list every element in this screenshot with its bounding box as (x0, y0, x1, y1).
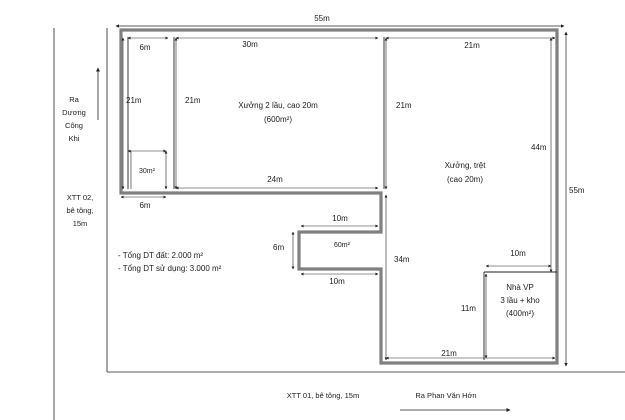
dim-10m-notch-bottom-label: 10m (329, 277, 345, 286)
warehouse-ground-title: Xưởng, trệt (445, 161, 487, 170)
office-floors: 3 lầu + kho (500, 296, 540, 305)
left-direction-line-4: Khi (69, 134, 80, 143)
property-boundary (119, 28, 559, 365)
notch-area: 60m² (334, 242, 351, 249)
office-title: Nhà VP (506, 283, 534, 292)
dim-21m-bottom-label: 21m (441, 349, 457, 358)
dim-6m-bottom-label: 6m (139, 201, 150, 210)
dim-21m-middle-label: 21m (396, 101, 412, 110)
left-direction-line-1: Ra (69, 95, 79, 104)
dim-30m-label: 30m (242, 40, 258, 49)
bottom-direction-label: Ra Phan Văn Hớn (415, 391, 476, 400)
left-street-line-1: XTT 02, (67, 193, 94, 202)
dim-right-55m-label: 55m (569, 186, 585, 195)
dim-10m-notch-top-label: 10m (332, 214, 348, 223)
dim-6m-top-label: 6m (139, 43, 150, 52)
dim-34m-label: 34m (394, 255, 410, 264)
bottom-street-label: XTT 01, bê tông, 15m (287, 391, 359, 400)
warehouse2-area: (600m²) (264, 115, 292, 124)
dim-21m-warehouse2-label: 21m (185, 96, 201, 105)
dim-44m-label: 44m (531, 143, 547, 152)
dim-24m-label: 24m (267, 175, 283, 184)
warehouse-ground-height: (cao 20m) (447, 175, 483, 184)
small-room-area: 30m² (139, 168, 156, 175)
left-street-line-3: 15m (73, 219, 88, 228)
dim-21m-left-label: 21m (126, 96, 142, 105)
warehouse2-title: Xưởng 2 lầu, cao 20m (238, 101, 318, 110)
land-area-summary: - Tổng DT đất: 2.000 m² (118, 251, 203, 260)
dim-top-55m-label: 55m (314, 14, 330, 23)
dim-10m-office-label: 10m (510, 249, 526, 258)
usable-area-summary: - Tổng DT sử dụng: 3.000 m² (118, 264, 222, 273)
office-area: (400m²) (506, 309, 534, 318)
left-direction-line-3: Công (65, 121, 83, 130)
dim-6m-notch-label: 6m (273, 243, 284, 252)
left-street-line-2: bê tông, (66, 206, 93, 215)
dim-21m-top-label: 21m (464, 41, 480, 50)
dim-11m-label: 11m (461, 304, 476, 313)
left-direction-line-2: Dương (62, 108, 86, 117)
